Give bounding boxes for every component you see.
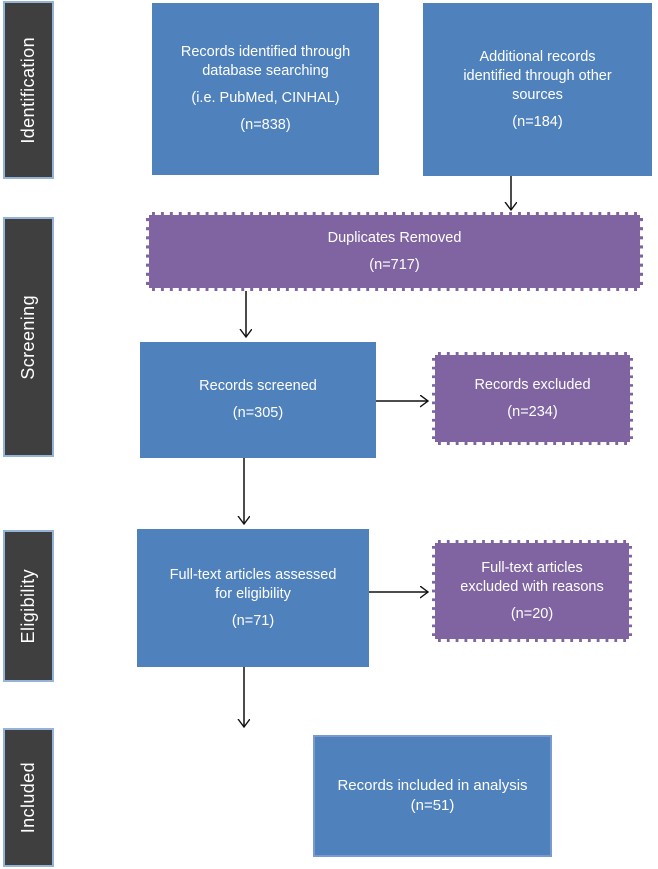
box-records-identified: Records identified through database sear… bbox=[152, 3, 379, 175]
box-text-line: Full-text articles assessed bbox=[169, 566, 337, 583]
box-text-line: excluded with reasons bbox=[460, 578, 604, 595]
box-count: (n=305) bbox=[232, 405, 284, 421]
box-text-line: for eligibility bbox=[215, 585, 291, 602]
box-count: (n=71) bbox=[231, 612, 275, 629]
box-text-line: Records included in analysis bbox=[337, 777, 528, 794]
box-text-line: Records excluded bbox=[474, 376, 591, 393]
box-text-line: database searching bbox=[202, 63, 329, 79]
stage-bar-identification: Identification bbox=[3, 1, 54, 179]
box-count: (n=20) bbox=[510, 605, 554, 622]
stage-label-identification: Identification bbox=[18, 36, 38, 144]
stage-label-included: Included bbox=[18, 761, 38, 834]
box-additional-records: Additional records identified through ot… bbox=[423, 3, 652, 176]
box-text-line: Full-text articles bbox=[481, 559, 583, 576]
box-records-excluded: Records excluded (n=234) bbox=[432, 352, 633, 445]
box-text-line: Duplicates Removed bbox=[327, 229, 462, 246]
box-count: (n=838) bbox=[240, 117, 291, 133]
stage-bar-screening: Screening bbox=[3, 217, 54, 457]
box-count: (n=717) bbox=[369, 256, 420, 273]
box-text-line: sources bbox=[512, 86, 563, 103]
box-text-line: (i.e. PubMed, CINHAL) bbox=[191, 90, 340, 106]
stage-bar-included: Included bbox=[3, 728, 54, 867]
stage-label-eligibility: Eligibility bbox=[18, 568, 38, 644]
box-records-included: Records included in analysis (n=51) bbox=[313, 735, 552, 857]
box-records-screened: Records screened (n=305) bbox=[140, 342, 376, 458]
box-text-line: Additional records bbox=[479, 48, 596, 65]
box-fulltext-excluded: Full-text articles excluded with reasons… bbox=[432, 540, 632, 642]
stage-label-screening: Screening bbox=[18, 294, 38, 380]
box-count: (n=234) bbox=[507, 403, 558, 420]
box-count: (n=184) bbox=[512, 113, 563, 130]
box-duplicates-removed: Duplicates Removed (n=717) bbox=[146, 212, 643, 291]
stage-bar-eligibility: Eligibility bbox=[3, 530, 54, 682]
box-text-line: Records screened bbox=[199, 378, 317, 394]
box-count: (n=51) bbox=[410, 797, 455, 814]
box-text-line: identified through other bbox=[463, 67, 612, 84]
box-fulltext-assessed: Full-text articles assessed for eligibil… bbox=[137, 529, 369, 667]
box-text-line: Records identified through bbox=[180, 44, 351, 60]
